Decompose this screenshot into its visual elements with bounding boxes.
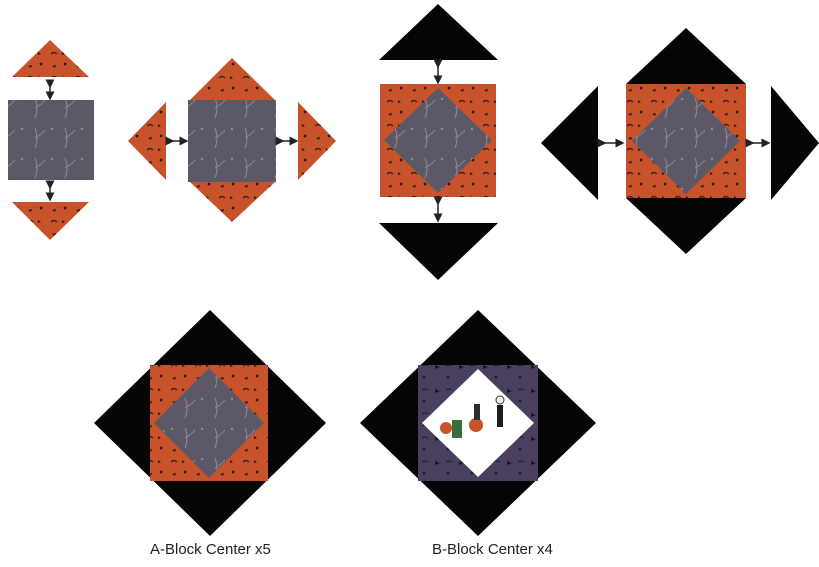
gray-diamond-center: [154, 368, 264, 478]
step-1-a-center-top-bottom: [8, 40, 94, 240]
orange-triangle-bottom: [190, 182, 275, 222]
orange-triangle-left: [128, 102, 166, 180]
finished-b-block: [360, 310, 596, 536]
figures-illustration: [440, 395, 505, 438]
gray-diamond-center: [632, 88, 740, 194]
gray-center-square: [8, 100, 94, 180]
gray-center-square: [188, 100, 276, 182]
step-3-black-top-bottom: [379, 4, 498, 280]
step-4-black-sides: [541, 28, 819, 254]
caption-b-block: B-Block Center x4: [432, 541, 553, 558]
black-triangle-left: [541, 86, 598, 200]
step-2-a-center-sides: [128, 58, 336, 222]
orange-triangle-top: [190, 58, 275, 100]
orange-triangle-bottom: [12, 202, 89, 240]
orange-triangle-right: [298, 102, 336, 180]
gray-diamond-center: [384, 88, 492, 193]
black-triangle-top: [379, 4, 498, 60]
caption-a-block: A-Block Center x5: [150, 541, 271, 558]
black-triangle-bottom: [379, 223, 498, 280]
orange-triangle-top: [12, 40, 89, 77]
black-triangle-top: [626, 28, 746, 84]
black-triangle-bottom: [626, 198, 746, 254]
finished-a-block: [94, 310, 326, 536]
black-triangle-right: [771, 86, 819, 200]
